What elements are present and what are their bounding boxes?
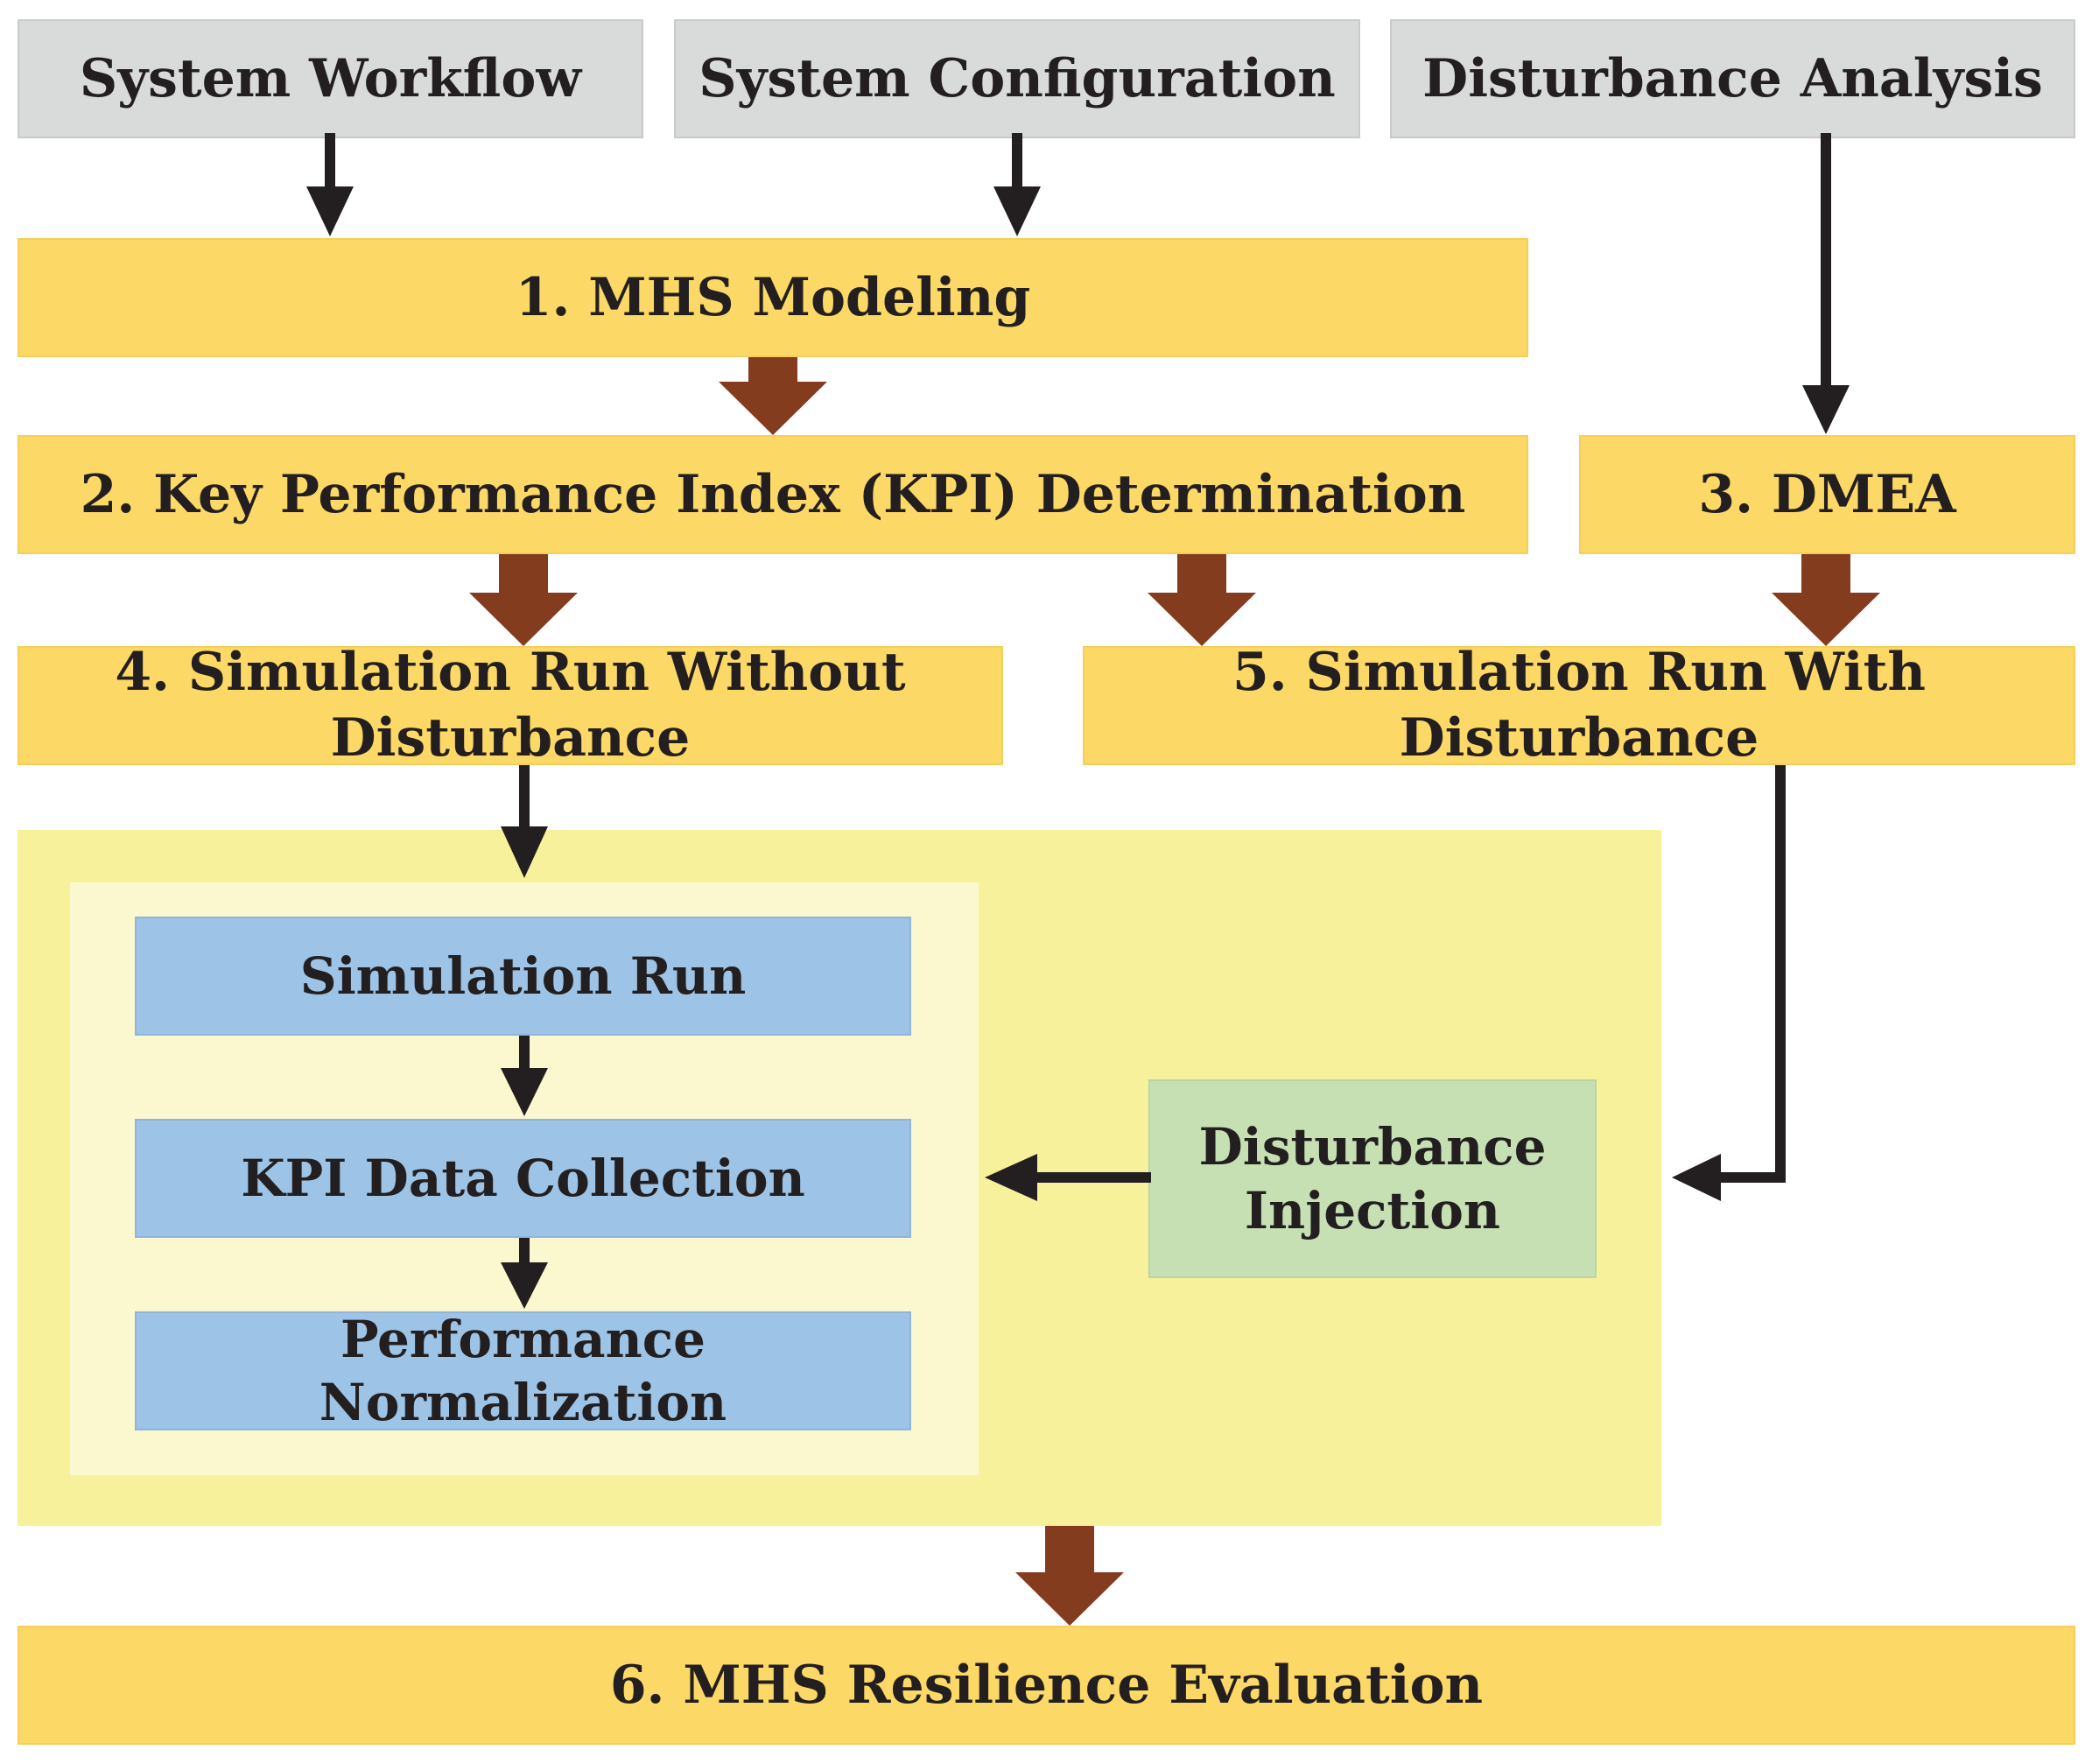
process-simulation-run-label: Simulation Run [299, 945, 747, 1006]
arrowhead-collection-normalization [501, 1262, 548, 1309]
step-dmea-label: 3. DMEA [1698, 463, 1956, 525]
process-performance-normalization-label: Performance Normalization [319, 1309, 727, 1433]
step-mhs-modeling-label: 1. MHS Modeling [515, 266, 1031, 328]
arrowhead-dmea [1802, 385, 1850, 434]
step-kpi-determination-label: 2. Key Performance Index (KPI) Determina… [80, 463, 1466, 525]
process-kpi-data-collection-label: KPI Data Collection [241, 1148, 805, 1208]
input-system-workflow: System Workflow [18, 19, 643, 138]
arrowhead-configuration [993, 186, 1041, 236]
step-simulation-without-disturbance: 4. Simulation Run Without Disturbance [18, 642, 1003, 769]
input-disturbance-analysis: Disturbance Analysis [1390, 19, 2075, 138]
thick-arrow-panel-to-evaluation [1015, 1526, 1124, 1626]
arrowhead-panel [501, 826, 548, 878]
thick-arrow-kpi-to-step4 [469, 554, 578, 646]
arrowhead-step5-panel [1672, 1154, 1721, 1201]
process-disturbance-injection-label: Disturbance Injection [1198, 1117, 1547, 1240]
thick-arrow-kpi-to-step5 [1148, 554, 1256, 646]
step-resilience-evaluation-label: 6. MHS Resilience Evaluation [609, 1654, 1484, 1716]
process-performance-normalization: Performance Normalization [135, 1310, 911, 1432]
step-simulation-with-disturbance: 5. Simulation Run With Disturbance [1083, 642, 2075, 769]
thick-arrow-dmea-to-step5 [1772, 554, 1880, 646]
step-dmea: 3. DMEA [1579, 435, 2075, 554]
step-simulation-with-disturbance-label: 5. Simulation Run With Disturbance [1232, 642, 1926, 769]
process-simulation-run: Simulation Run [135, 917, 911, 1036]
step-resilience-evaluation: 6. MHS Resilience Evaluation [18, 1626, 2075, 1745]
arrowhead-run-collection [501, 1068, 548, 1116]
input-system-configuration: System Configuration [674, 19, 1360, 138]
process-kpi-data-collection: KPI Data Collection [135, 1119, 911, 1238]
step-mhs-modeling: 1. MHS Modeling [18, 238, 1528, 357]
input-system-workflow-label: System Workflow [79, 47, 582, 109]
arrow-step5-to-panel [1716, 765, 1786, 1183]
step-simulation-without-disturbance-label: 4. Simulation Run Without Disturbance [115, 642, 906, 769]
arrowhead-workflow [306, 186, 354, 236]
arrowhead-collection [985, 1154, 1037, 1201]
thick-arrow-modeling-to-kpi [719, 357, 827, 435]
input-disturbance-analysis-label: Disturbance Analysis [1422, 47, 2043, 109]
step-kpi-determination: 2. Key Performance Index (KPI) Determina… [18, 435, 1528, 554]
input-system-configuration-label: System Configuration [699, 47, 1336, 109]
process-disturbance-injection: Disturbance Injection [1148, 1079, 1597, 1278]
